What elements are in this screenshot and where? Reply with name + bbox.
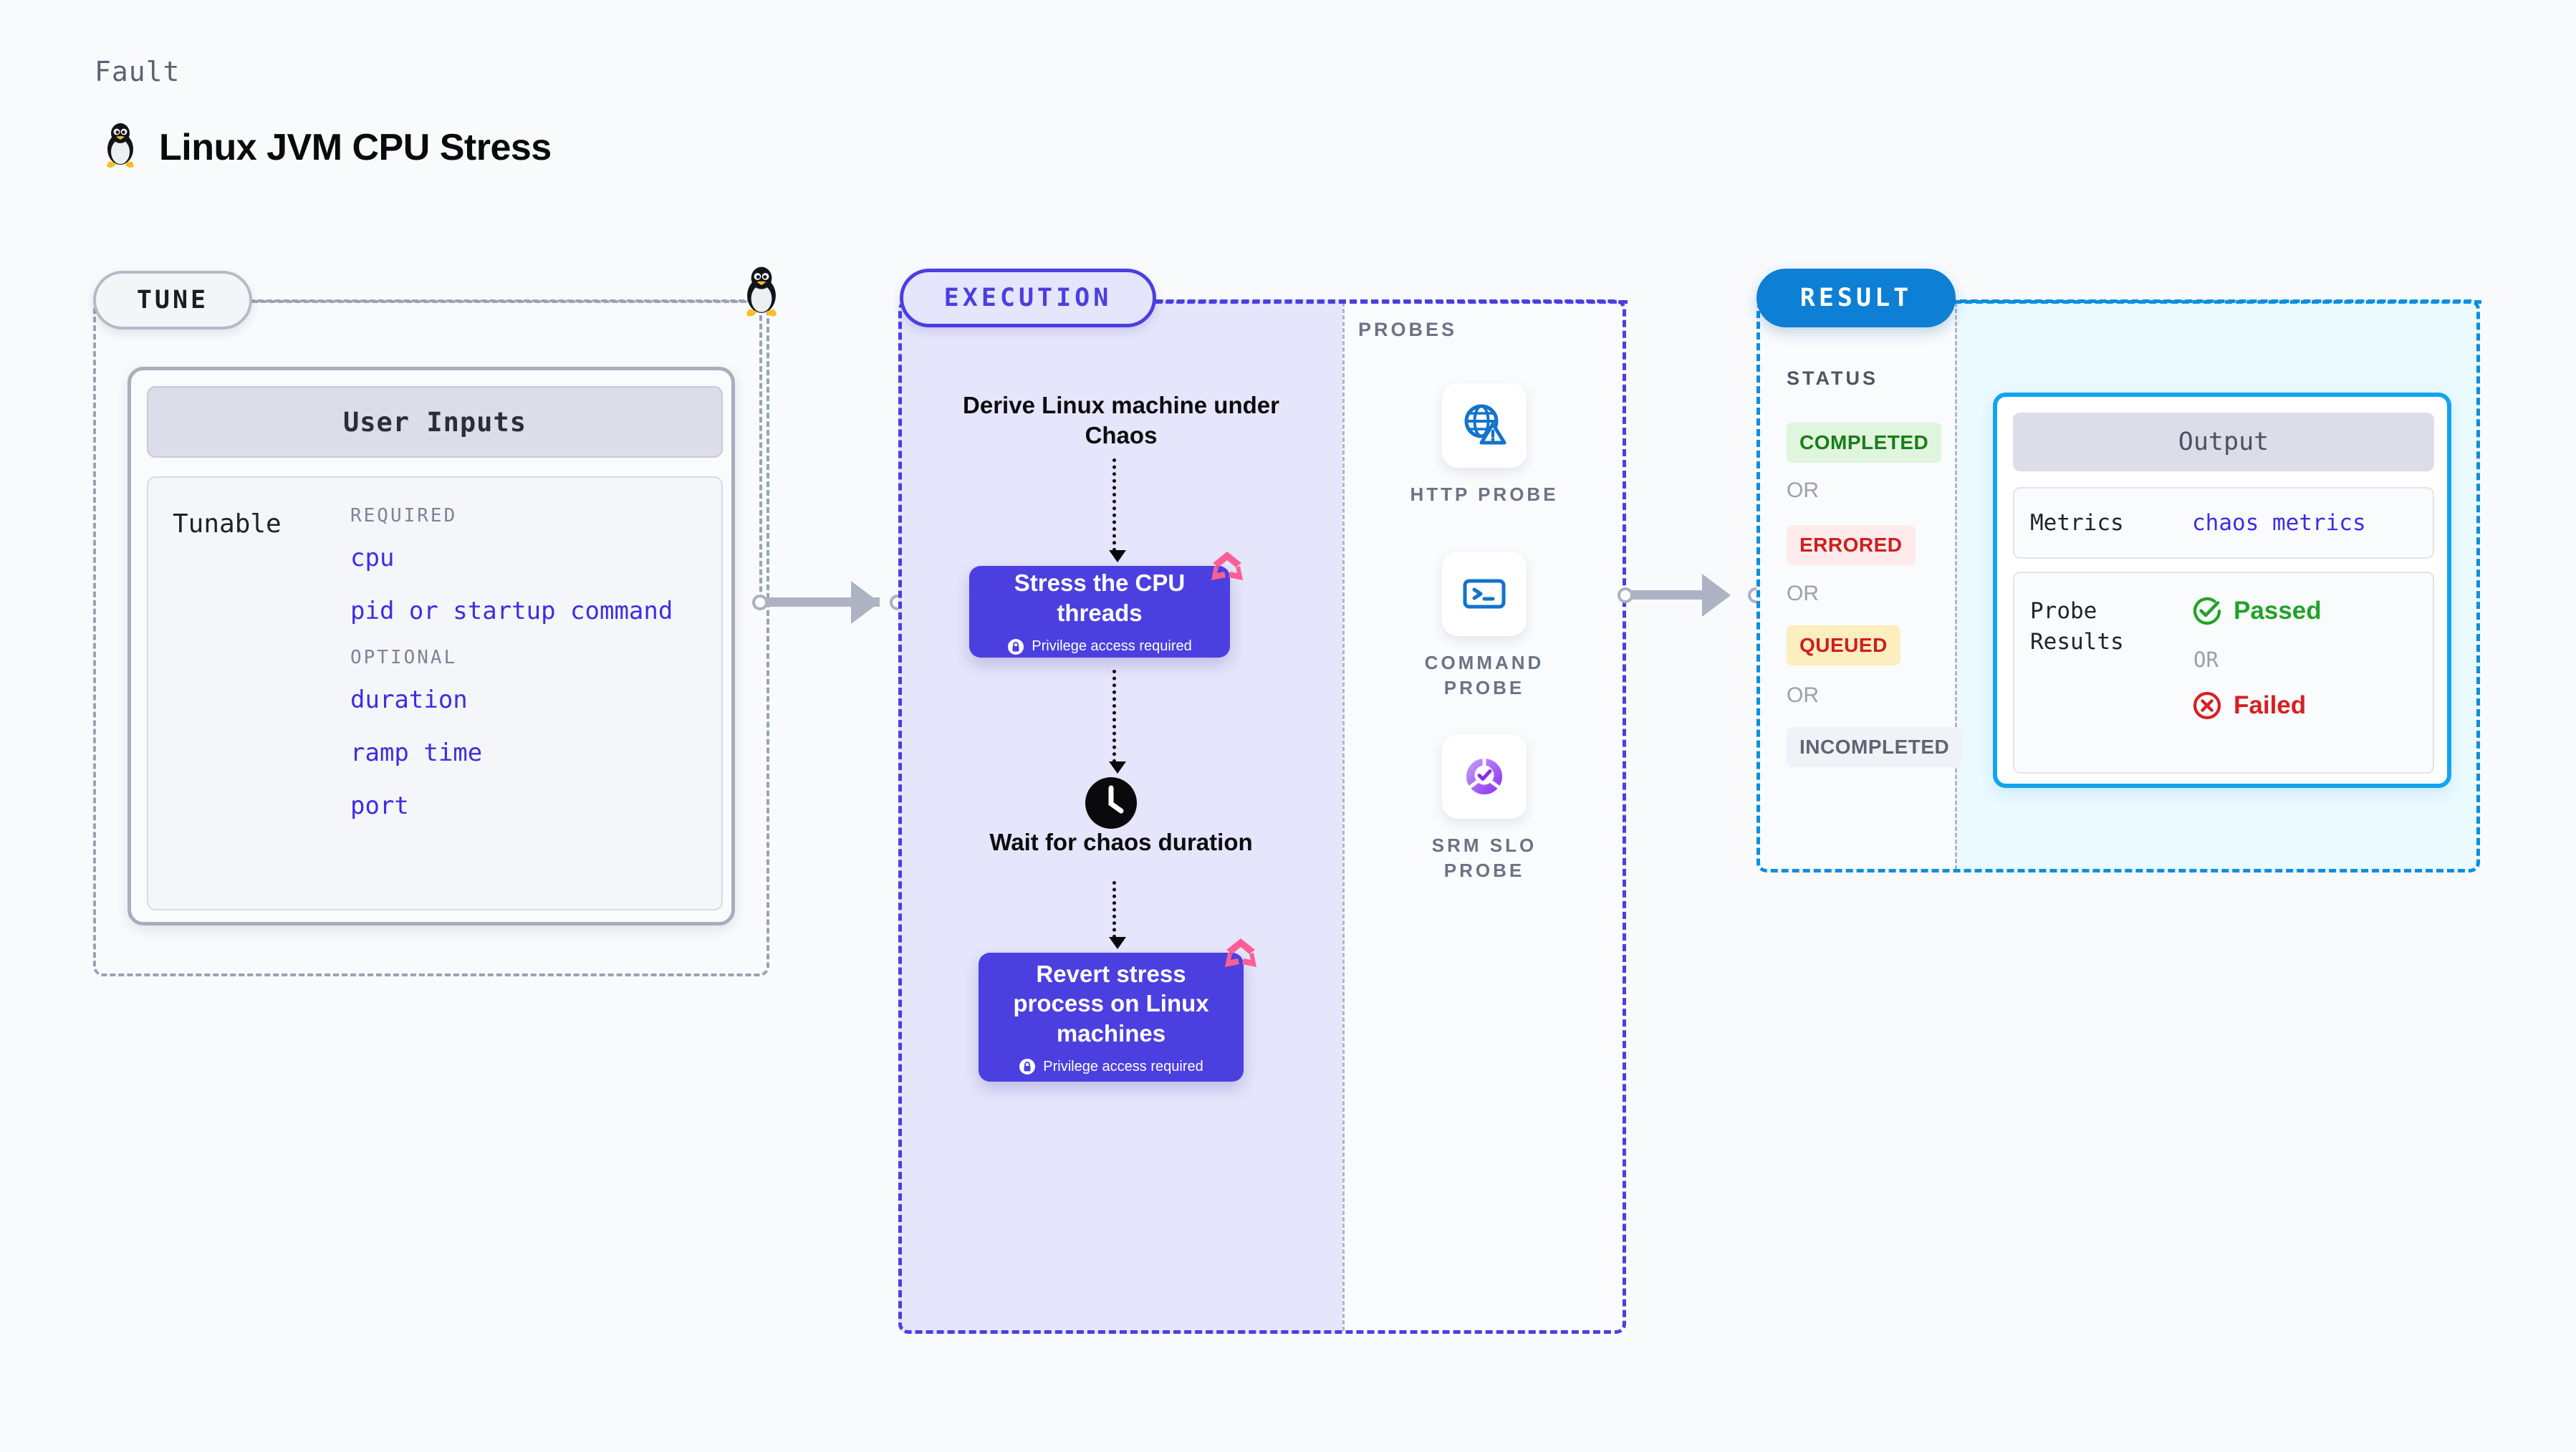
tunable-panel: Tunable REQUIRED cpu pid or startup comm… [147,476,723,910]
execution-card-stress-title: Stress the CPU threads [1014,569,1186,626]
probe-item-command[interactable]: COMMAND PROBE [1391,552,1577,701]
probe-label-srm-slo: SRM SLO PROBE [1431,835,1537,882]
globe-warning-icon [1464,404,1506,445]
user-inputs-card: User Inputs Tunable REQUIRED cpu pid or … [128,367,735,925]
user-inputs-header: User Inputs [147,386,723,458]
probes-section-label: PROBES [1358,319,1458,340]
probe-result-failed: Failed [2192,691,2306,721]
execution-card-revert-privilege: Privilege access required [1019,1058,1203,1075]
probe-item-http[interactable]: HTTP PROBE [1391,383,1577,507]
probe-tile-http [1442,383,1527,468]
slo-donut-check-icon [1466,756,1502,794]
page-kicker: Fault [95,56,181,87]
probe-tile-srm-slo [1442,734,1527,819]
tunable-list: REQUIRED cpu pid or startup command OPTI… [350,505,673,845]
tunable-group-optional-heading: OPTIONAL [350,647,458,668]
status-badge-completed: COMPLETED [1787,423,1942,463]
output-metrics-value[interactable]: chaos metrics [2192,510,2366,536]
result-divider [1955,302,1957,870]
probe-label-command: COMMAND PROBE [1424,652,1544,699]
tunable-item-ramp-time[interactable]: ramp time [350,739,483,767]
linux-penguin-marker-icon [739,265,784,318]
status-or-1: OR [1787,479,1819,502]
probe-result-passed: Passed [2192,596,2322,626]
result-pill[interactable]: RESULT [1756,269,1956,327]
terminal-icon [1463,579,1506,609]
litmus-logo-icon [1222,936,1259,973]
execution-pill-label: EXECUTION [943,284,1112,312]
probes-divider [1342,302,1345,1331]
status-section-label: STATUS [1787,367,1878,389]
tunable-group-required-heading: REQUIRED [350,505,458,527]
execution-node-derive: Derive Linux machine under Chaos [963,392,1279,449]
probe-result-or: OR [2193,648,2219,672]
tune-section-top-dash [252,300,746,303]
execution-section-top-dash [1155,300,1628,304]
litmus-logo-icon [1208,549,1246,586]
tunable-item-pid-or-startup-command[interactable]: pid or startup command [350,597,673,625]
tune-pill-label: TUNE [136,286,209,314]
execution-card-revert-privilege-text: Privilege access required [1043,1058,1203,1074]
execution-arrow-1 [1109,458,1126,562]
tune-pill[interactable]: TUNE [93,271,252,330]
result-status-panel-fill [1756,299,1955,872]
execution-card-stress-privilege: Privilege access required [1007,638,1192,655]
output-metrics-label: Metrics [2030,510,2124,536]
probe-result-passed-label: Passed [2234,597,2322,625]
connector-bar-exec-result [1630,590,1724,600]
result-section-top-dash [1954,300,2481,304]
tunable-item-duration[interactable]: duration [350,686,468,714]
lock-icon [1019,1059,1036,1075]
connector-arrowhead-tune-exec [851,581,880,624]
probe-item-srm-slo[interactable]: SRM SLO PROBE [1391,734,1577,883]
status-badge-incompleted: INCOMPLETED [1787,727,1963,767]
page-title-row: Linux JVM CPU Stress [100,122,552,173]
probe-result-failed-label: Failed [2234,691,2307,719]
user-inputs-title: User Inputs [342,406,527,438]
check-circle-icon [2193,597,2221,625]
linux-penguin-icon [100,122,140,173]
execution-pill[interactable]: EXECUTION [900,269,1156,327]
execution-node-wait: Wait for chaos duration [989,829,1253,855]
status-or-2: OR [1787,582,1819,605]
status-or-3: OR [1787,683,1819,707]
connector-arrowhead-exec-result [1702,574,1731,617]
tunable-item-port[interactable]: port [350,792,409,820]
tunable-item-cpu[interactable]: cpu [350,544,395,572]
clock-icon [1083,775,1139,831]
execution-card-stress-cpu[interactable]: Stress the CPU threads Privilege access … [969,552,1243,658]
output-card-header: Output [2013,413,2434,471]
status-badge-errored: ERRORED [1787,525,1916,565]
lock-icon [1008,638,1024,655]
tunable-row-label: Tunable [173,509,282,539]
x-circle-icon [2193,691,2221,720]
probe-tile-command [1442,552,1527,636]
execution-card-revert-title: Revert stress process on Linux machines [1013,960,1209,1047]
result-pill-label: RESULT [1799,284,1913,312]
penguin-drop-line [759,315,762,609]
probe-label-http: HTTP PROBE [1410,484,1559,505]
execution-card-stress-privilege-text: Privilege access required [1032,638,1192,655]
execution-card-revert-stress[interactable]: Revert stress process on Linux machines … [979,938,1256,1082]
execution-arrow-2 [1109,670,1126,774]
output-card-title: Output [2178,428,2269,456]
output-metrics-row: Metrics chaos metrics [2013,487,2434,559]
status-badge-queued: QUEUED [1787,625,1900,665]
page-title: Linux JVM CPU Stress [159,126,552,168]
execution-arrow-3 [1109,881,1126,949]
